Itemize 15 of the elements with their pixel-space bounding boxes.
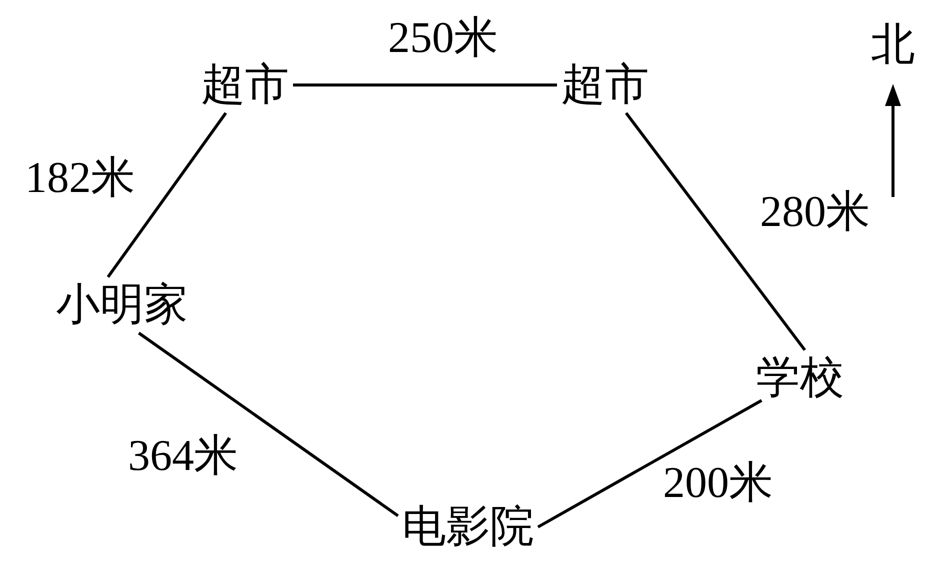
connector-line bbox=[106, 112, 228, 278]
place-label: 小明家 bbox=[52, 277, 192, 333]
distance-label: 280米 bbox=[760, 190, 870, 234]
connector-line bbox=[293, 84, 557, 86]
place-label: 超市 bbox=[557, 57, 653, 113]
north-label: 北 bbox=[871, 23, 915, 67]
connector-line bbox=[537, 399, 762, 528]
distance-label: 250米 bbox=[388, 16, 498, 60]
place-label: 学校 bbox=[752, 350, 848, 406]
place-label: 电影院 bbox=[398, 499, 538, 555]
connector-line bbox=[138, 332, 399, 518]
place-label: 超市 bbox=[197, 57, 293, 113]
connector-line bbox=[624, 112, 806, 351]
distance-label: 200米 bbox=[663, 461, 773, 505]
distance-label: 364米 bbox=[128, 434, 238, 478]
